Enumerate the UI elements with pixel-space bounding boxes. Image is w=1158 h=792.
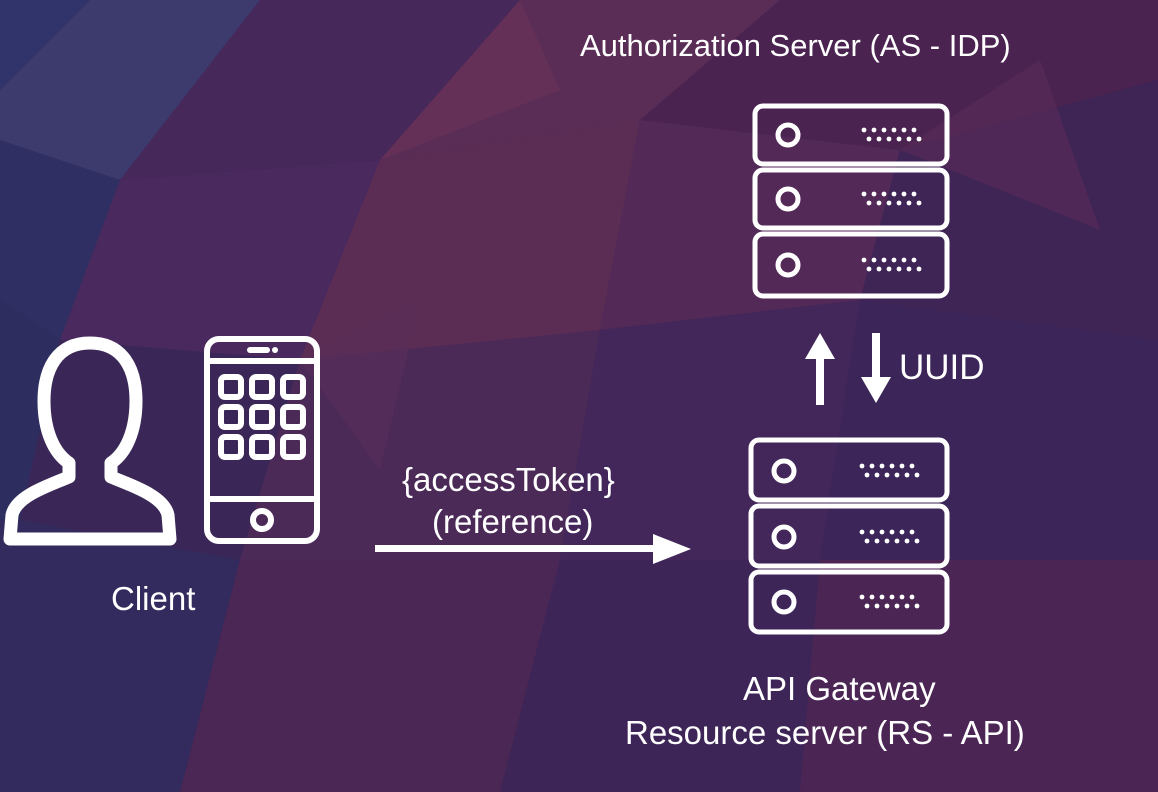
api-gateway-title: API Gateway (743, 670, 936, 707)
user-silhouette-icon (2, 335, 178, 547)
api-gateway-server-icon (748, 437, 950, 635)
uuid-label: UUID (899, 348, 985, 387)
authorization-server-icon (752, 103, 950, 299)
client-label: Client (111, 580, 196, 617)
arrow-right-icon (375, 533, 691, 565)
authorization-server-title: Authorization Server (AS - IDP) (580, 28, 1011, 63)
access-token-sublabel: (reference) (432, 503, 594, 540)
arrow-down-icon (860, 333, 892, 403)
resource-server-subtitle: Resource server (RS - API) (625, 714, 1025, 751)
access-token-label: {accessToken} (402, 461, 615, 498)
arrow-up-icon (804, 333, 836, 405)
smartphone-icon (203, 335, 321, 545)
